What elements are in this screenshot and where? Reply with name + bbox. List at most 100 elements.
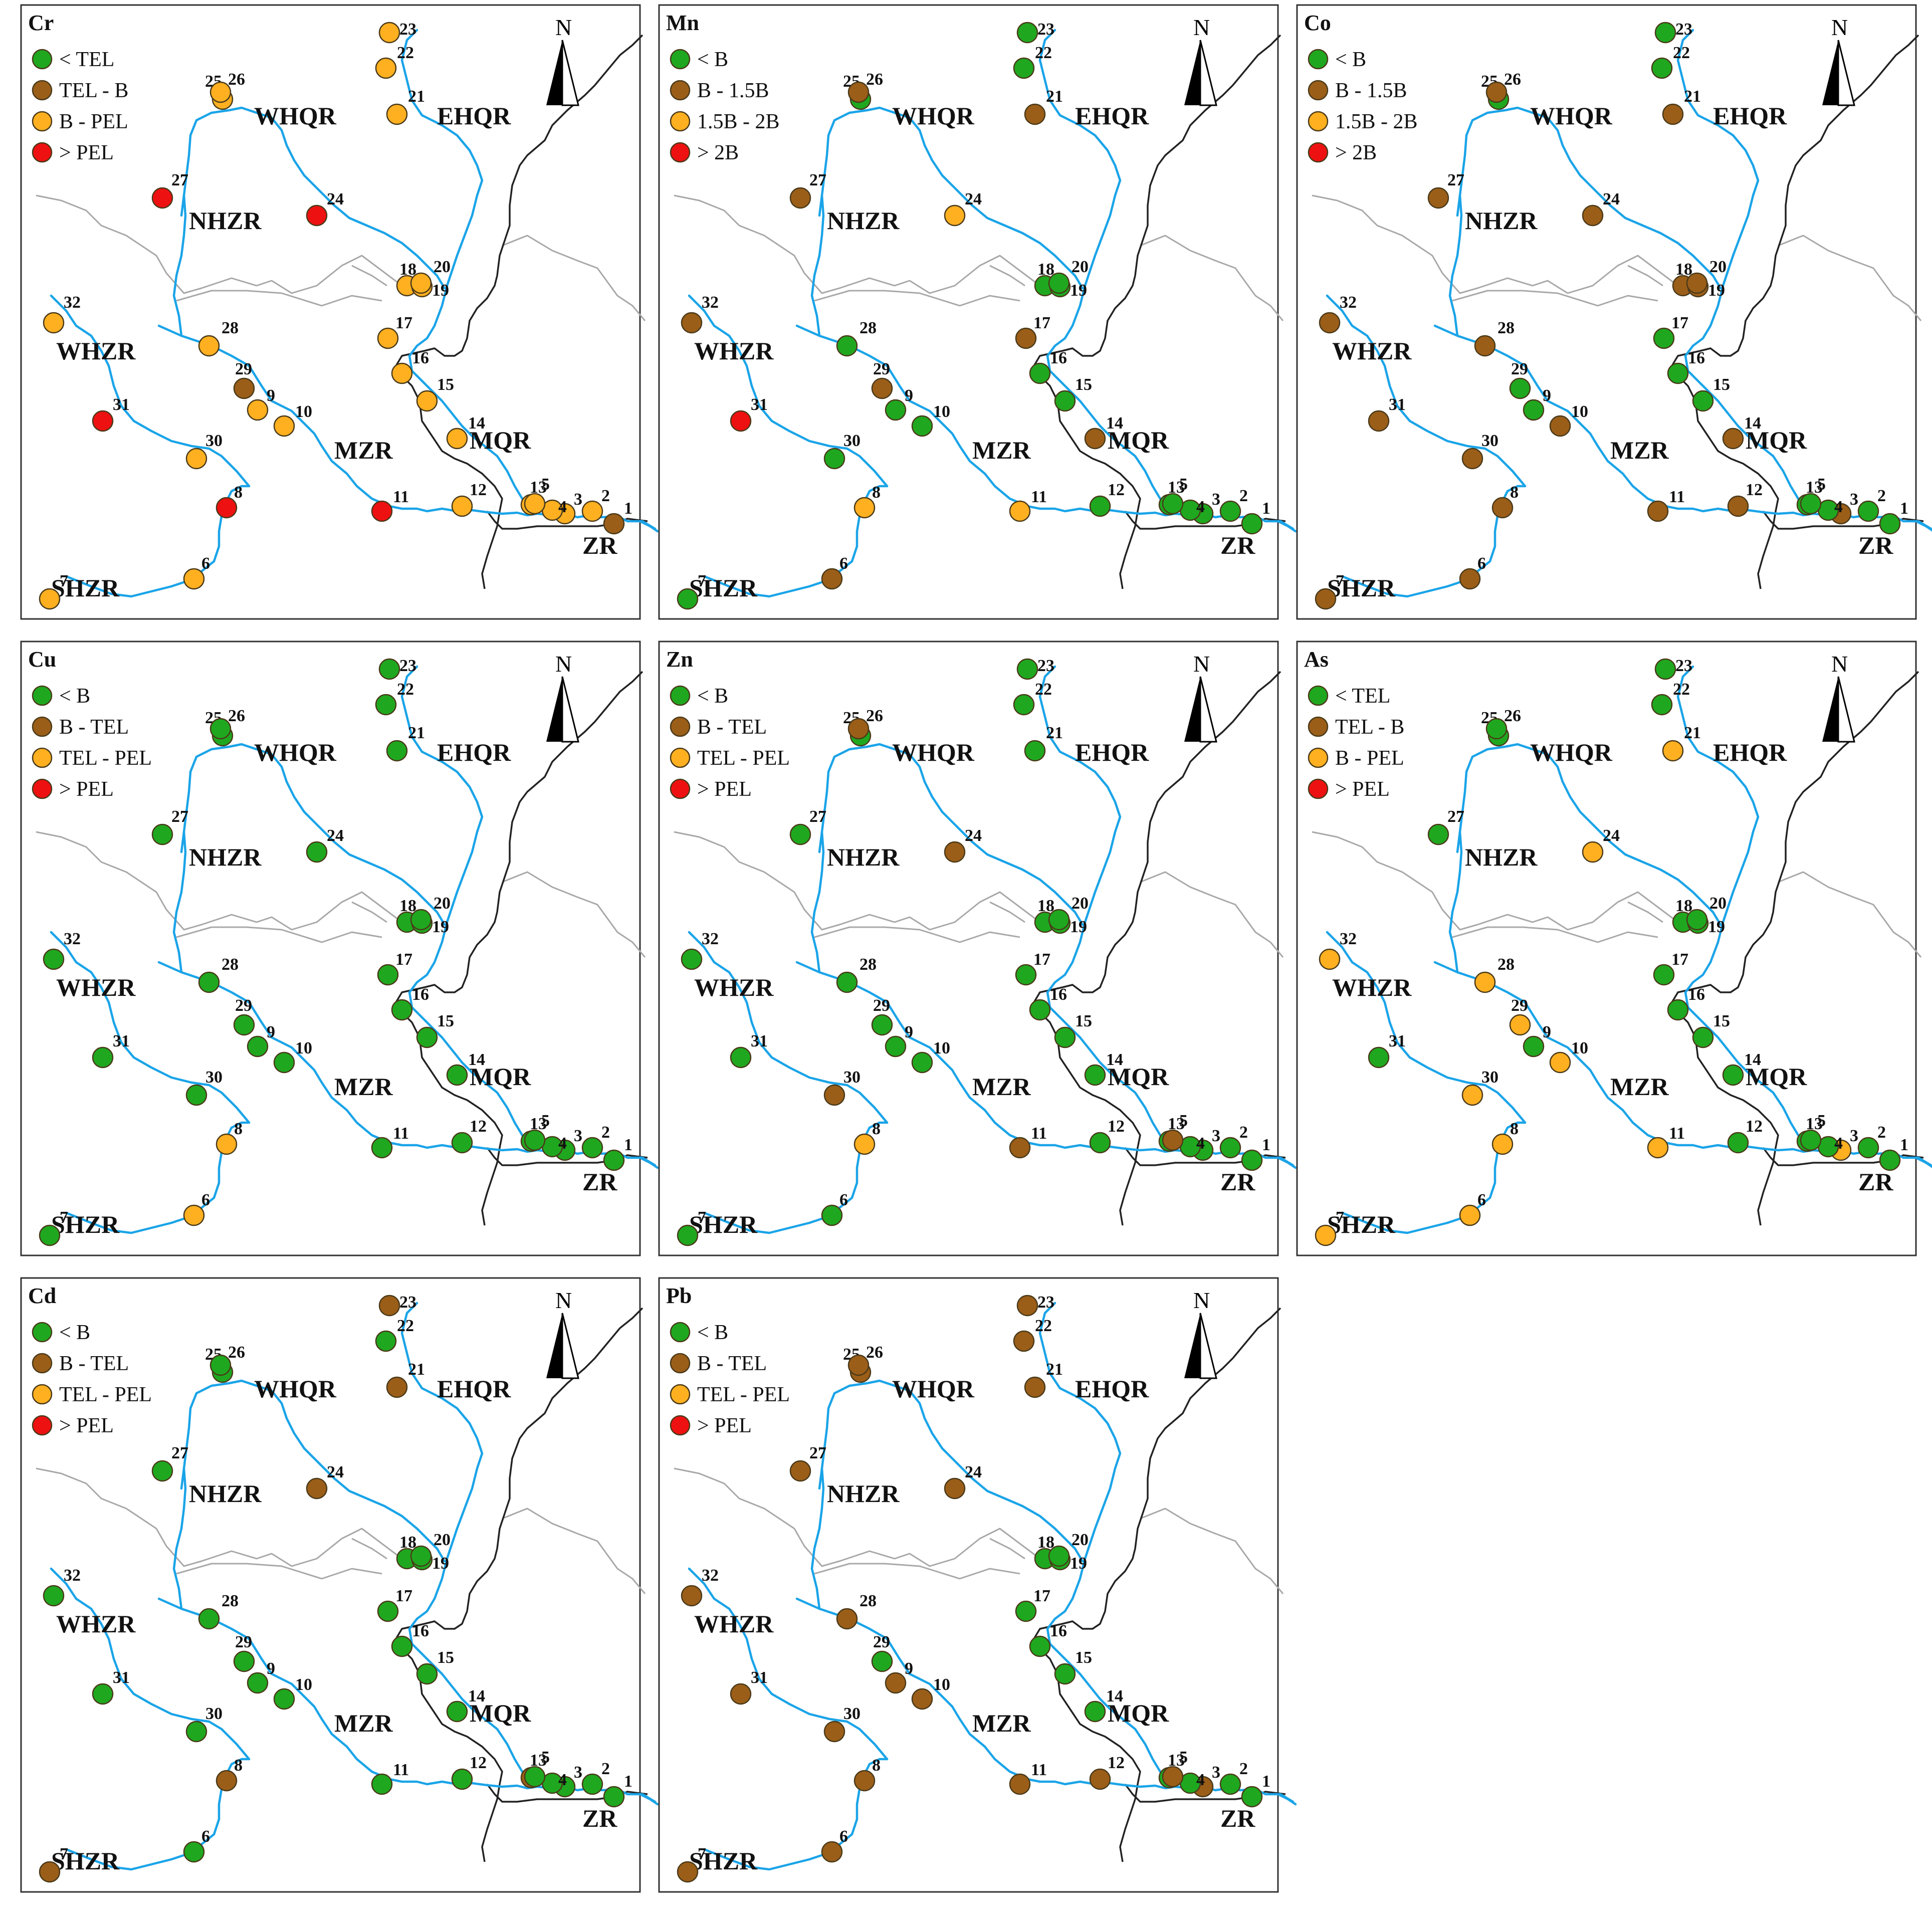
site-marker-20 bbox=[1686, 909, 1708, 931]
legend-swatch bbox=[670, 49, 691, 70]
site-marker-28 bbox=[836, 1608, 858, 1630]
site-label: 1 bbox=[1262, 1772, 1270, 1791]
site-marker-32 bbox=[1319, 312, 1341, 334]
site-marker-6 bbox=[821, 1841, 843, 1863]
legend-label: > PEL bbox=[59, 141, 114, 164]
site-label: 26 bbox=[228, 1343, 245, 1362]
legend-label: TEL - PEL bbox=[59, 1383, 152, 1406]
site-marker-21 bbox=[1024, 1376, 1046, 1398]
river-label-whqr: WHQR bbox=[254, 102, 337, 130]
legend-label: > 2B bbox=[1335, 141, 1377, 164]
site-label: 8 bbox=[872, 483, 881, 502]
site-marker-8 bbox=[1491, 1133, 1514, 1155]
site-marker-12 bbox=[1727, 1132, 1749, 1154]
site-marker-15 bbox=[1054, 1663, 1076, 1685]
site-marker-16 bbox=[1029, 1635, 1051, 1657]
site-label: 13 bbox=[1806, 478, 1823, 497]
site-label: 24 bbox=[327, 1463, 344, 1481]
river-label-mqr: MQR bbox=[1746, 426, 1807, 454]
site-marker-9 bbox=[885, 1672, 907, 1694]
river-label-mqr: MQR bbox=[1108, 1699, 1169, 1727]
site-marker-32 bbox=[43, 1585, 65, 1607]
site-marker-11 bbox=[371, 1773, 393, 1795]
legend-swatch bbox=[670, 747, 691, 768]
site-label: 7 bbox=[1336, 1208, 1344, 1227]
site-marker-12 bbox=[451, 1768, 473, 1790]
site-label: 8 bbox=[872, 1756, 881, 1775]
site-marker-10 bbox=[273, 1051, 295, 1074]
legend-label: 1.5B - 2B bbox=[697, 110, 780, 133]
river-label-mqr: MQR bbox=[1746, 1062, 1807, 1091]
river-label-shzr: SHZR bbox=[51, 1847, 120, 1875]
site-label: 2 bbox=[601, 1760, 610, 1778]
site-marker-12 bbox=[1089, 1132, 1111, 1154]
site-marker-30 bbox=[1461, 1084, 1483, 1106]
site-label: 1 bbox=[624, 1136, 632, 1154]
site-label: 16 bbox=[1688, 349, 1705, 367]
site-label: 32 bbox=[64, 1566, 81, 1585]
river-label-whqr: WHQR bbox=[254, 1375, 337, 1403]
site-marker-27 bbox=[151, 823, 173, 845]
site-marker-32 bbox=[681, 1585, 703, 1607]
site-marker-16 bbox=[391, 362, 413, 384]
site-label: 22 bbox=[1035, 44, 1052, 62]
site-label: 32 bbox=[1340, 293, 1357, 312]
site-marker-2 bbox=[581, 1773, 603, 1795]
legend-label: < B bbox=[697, 685, 728, 708]
site-marker-1 bbox=[1241, 513, 1263, 535]
site-marker-28 bbox=[1474, 971, 1496, 993]
site-label: 4 bbox=[558, 1771, 567, 1789]
site-marker-17 bbox=[377, 1600, 399, 1622]
site-label: 17 bbox=[395, 1587, 412, 1605]
site-marker-17 bbox=[377, 327, 399, 349]
legend-label: < B bbox=[59, 1321, 90, 1344]
site-label: 27 bbox=[1447, 807, 1464, 826]
site-label: 16 bbox=[412, 985, 429, 1004]
site-label: 30 bbox=[843, 1068, 861, 1087]
site-marker-29 bbox=[1509, 1014, 1531, 1036]
site-marker-7 bbox=[1315, 1224, 1337, 1246]
site-label: 28 bbox=[860, 955, 877, 974]
site-label: 22 bbox=[397, 1317, 414, 1335]
site-marker-8 bbox=[853, 497, 876, 519]
legend-swatch bbox=[32, 1384, 53, 1405]
site-label: 9 bbox=[1543, 386, 1551, 405]
site-label: 24 bbox=[965, 826, 982, 845]
site-marker-2 bbox=[1857, 1137, 1879, 1159]
legend-swatch bbox=[1308, 716, 1329, 737]
site-label: 13 bbox=[1168, 1751, 1185, 1770]
site-marker-13 bbox=[524, 493, 546, 515]
site-label: 32 bbox=[64, 293, 81, 312]
river-label-mzr: MZR bbox=[334, 436, 393, 464]
site-marker-26 bbox=[847, 1354, 870, 1376]
site-label: 7 bbox=[60, 572, 68, 590]
site-marker-6 bbox=[821, 568, 843, 590]
site-label: 31 bbox=[113, 395, 130, 414]
river-label-zr: ZR bbox=[1858, 531, 1893, 559]
site-label: 21 bbox=[408, 1360, 425, 1379]
panel-frame bbox=[658, 4, 1279, 620]
site-marker-24 bbox=[1582, 841, 1604, 863]
site-label: 32 bbox=[702, 1566, 719, 1585]
site-marker-20 bbox=[1048, 1545, 1070, 1567]
river-label-mzr: MZR bbox=[1610, 436, 1669, 464]
site-marker-20 bbox=[1048, 272, 1070, 294]
site-label: 21 bbox=[1684, 724, 1701, 742]
site-marker-24 bbox=[1582, 204, 1604, 227]
site-label: 19 bbox=[1070, 1554, 1087, 1573]
site-marker-30 bbox=[823, 448, 845, 470]
site-marker-13 bbox=[1800, 493, 1822, 515]
site-marker-20 bbox=[410, 1545, 432, 1567]
site-label: 26 bbox=[228, 70, 245, 89]
site-marker-12 bbox=[1089, 1768, 1111, 1790]
site-marker-24 bbox=[306, 1477, 328, 1500]
site-marker-24 bbox=[944, 204, 966, 227]
site-label: 14 bbox=[1106, 414, 1123, 433]
site-label: 8 bbox=[234, 1120, 243, 1138]
site-marker-9 bbox=[247, 399, 269, 421]
site-label: 29 bbox=[1511, 996, 1528, 1015]
legend-label: 1.5B - 2B bbox=[1335, 110, 1418, 133]
legend-label: B - 1.5B bbox=[1335, 79, 1407, 102]
site-marker-27 bbox=[151, 187, 173, 209]
